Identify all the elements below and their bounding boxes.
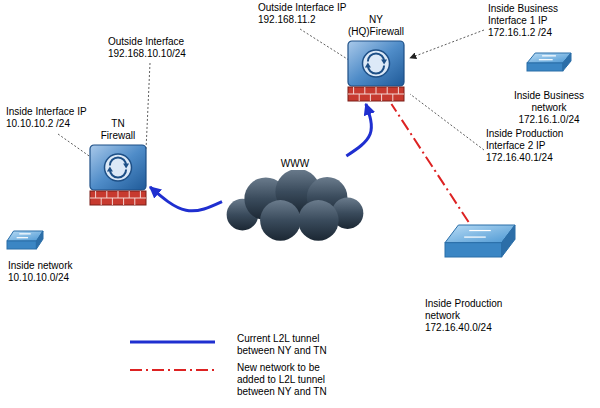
- sw-icon: [6, 230, 44, 250]
- fw-icon: [346, 40, 406, 102]
- brick-mortar: [364, 87, 365, 94]
- brick-mortar: [398, 87, 399, 94]
- leader-line: [410, 94, 484, 150]
- switch-side: [563, 53, 571, 71]
- leader-line: [300, 29, 352, 62]
- switch-arrow: [469, 230, 491, 231]
- firewall-arrow: [381, 60, 387, 65]
- firewall-icon: [348, 41, 404, 101]
- tunnel-link: [150, 187, 222, 211]
- firewall-dial: [105, 154, 132, 181]
- leader-line: [146, 63, 150, 150]
- switch-front: [527, 63, 563, 71]
- switch-side: [36, 231, 43, 249]
- legend-text: New network to be added to L2L tunnel be…: [237, 362, 339, 398]
- switch-arrow: [19, 233, 30, 234]
- tunnel-link: [346, 104, 371, 156]
- brick-mortar: [95, 191, 96, 198]
- node-label: TN Firewall: [94, 118, 142, 142]
- firewall-dial: [363, 50, 390, 77]
- legend-text: Current L2L tunnel between NY and TN: [237, 333, 339, 357]
- switch-icon: [527, 53, 571, 71]
- firewall-node: TN Firewall: [86, 116, 150, 208]
- switch-node: Inside Production network 172.16.40.0/24: [425, 222, 535, 336]
- firewall-brick: [348, 87, 404, 101]
- node-label: Inside Production network 172.16.40.0/24: [425, 298, 509, 334]
- brick-mortar: [376, 87, 377, 94]
- cloud-icon: [222, 170, 368, 242]
- firewall-arrow: [107, 167, 113, 172]
- brick-mortar: [112, 198, 113, 205]
- brick-mortar: [134, 198, 135, 205]
- brick-mortar: [387, 87, 388, 94]
- interface-callout: Inside Interface IP 10.10.10.2 /24: [6, 106, 102, 130]
- interface-callout: Outside Interface 192.168.10.10/24: [108, 36, 200, 60]
- brick-mortar: [118, 191, 119, 198]
- firewall-body: [90, 145, 146, 190]
- firewall-brick: [90, 191, 146, 205]
- switch-front: [445, 243, 502, 257]
- switch-node: Inside network 10.10.10.0/24: [6, 228, 90, 286]
- cloud-lobe: [298, 200, 339, 241]
- firewall-arrow: [365, 63, 371, 68]
- node-label: Inside Business network 172.16.1.0/24: [502, 90, 596, 126]
- interface-callout: Outside Interface IP 192.168.11.2: [258, 2, 358, 26]
- switch-front: [7, 241, 36, 249]
- firewall-arrow: [123, 164, 129, 169]
- brick-mortar: [101, 198, 102, 205]
- switch-node: Inside Business network 172.16.1.0/24: [502, 50, 596, 128]
- new-tunnel-link: [391, 104, 468, 222]
- firewall-body: [348, 41, 404, 86]
- sw-icon: [526, 52, 572, 72]
- brick-mortar: [353, 87, 354, 94]
- sw-icon: [444, 224, 516, 258]
- brick-mortar: [359, 94, 360, 101]
- node-label: NY (HQ)Firewall: [344, 14, 408, 38]
- brick-mortar: [106, 191, 107, 198]
- switch-arrow: [17, 237, 28, 238]
- firewall-node: NY (HQ)Firewall: [344, 12, 408, 104]
- interface-callout: Inside Production Interface 2 IP 172.16.…: [486, 128, 574, 164]
- brick-mortar: [381, 94, 382, 101]
- legend-samples: [130, 342, 215, 370]
- node-label: Inside network 10.10.10.0/24: [8, 260, 88, 284]
- fw-icon: [88, 144, 148, 206]
- brick-mortar: [140, 191, 141, 198]
- switch-arrow: [539, 59, 553, 60]
- switch-side: [502, 225, 515, 257]
- leader-line: [58, 134, 92, 158]
- brick-mortar: [123, 198, 124, 205]
- cloud-node: WWW: [222, 156, 368, 244]
- switch-arrow: [464, 236, 486, 237]
- interface-callout: Inside Business Interface 1 IP 172.16.1.…: [488, 3, 568, 39]
- firewall-icon: [90, 145, 146, 205]
- leader-line: [410, 30, 484, 58]
- switch-arrow: [542, 55, 556, 56]
- internet-cloud: [227, 170, 364, 241]
- brick-mortar: [129, 191, 130, 198]
- switch-icon: [7, 231, 43, 249]
- legend-line: [130, 341, 215, 344]
- brick-mortar: [392, 94, 393, 101]
- node-label: WWW: [265, 158, 325, 170]
- cloud-lobe: [260, 200, 301, 241]
- switch-icon: [445, 225, 515, 257]
- brick-mortar: [370, 94, 371, 101]
- legend-line: [130, 369, 215, 371]
